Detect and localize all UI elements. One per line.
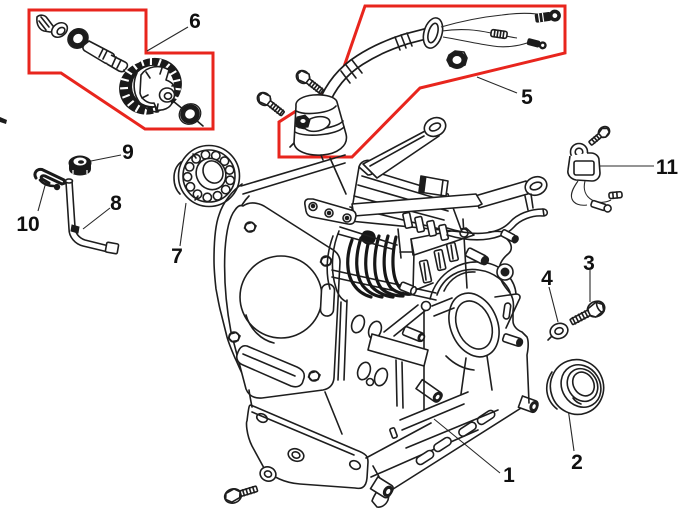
svg-text:8: 8 bbox=[110, 192, 122, 215]
svg-text:4: 4 bbox=[541, 267, 553, 290]
svg-text:9: 9 bbox=[122, 141, 134, 164]
svg-text:1: 1 bbox=[503, 464, 515, 487]
svg-text:10: 10 bbox=[16, 213, 39, 236]
svg-text:5: 5 bbox=[521, 86, 533, 109]
svg-text:3: 3 bbox=[583, 252, 595, 275]
svg-text:7: 7 bbox=[171, 245, 183, 268]
svg-text:2: 2 bbox=[571, 451, 583, 474]
svg-text:11: 11 bbox=[656, 156, 679, 179]
svg-text:6: 6 bbox=[189, 10, 201, 33]
